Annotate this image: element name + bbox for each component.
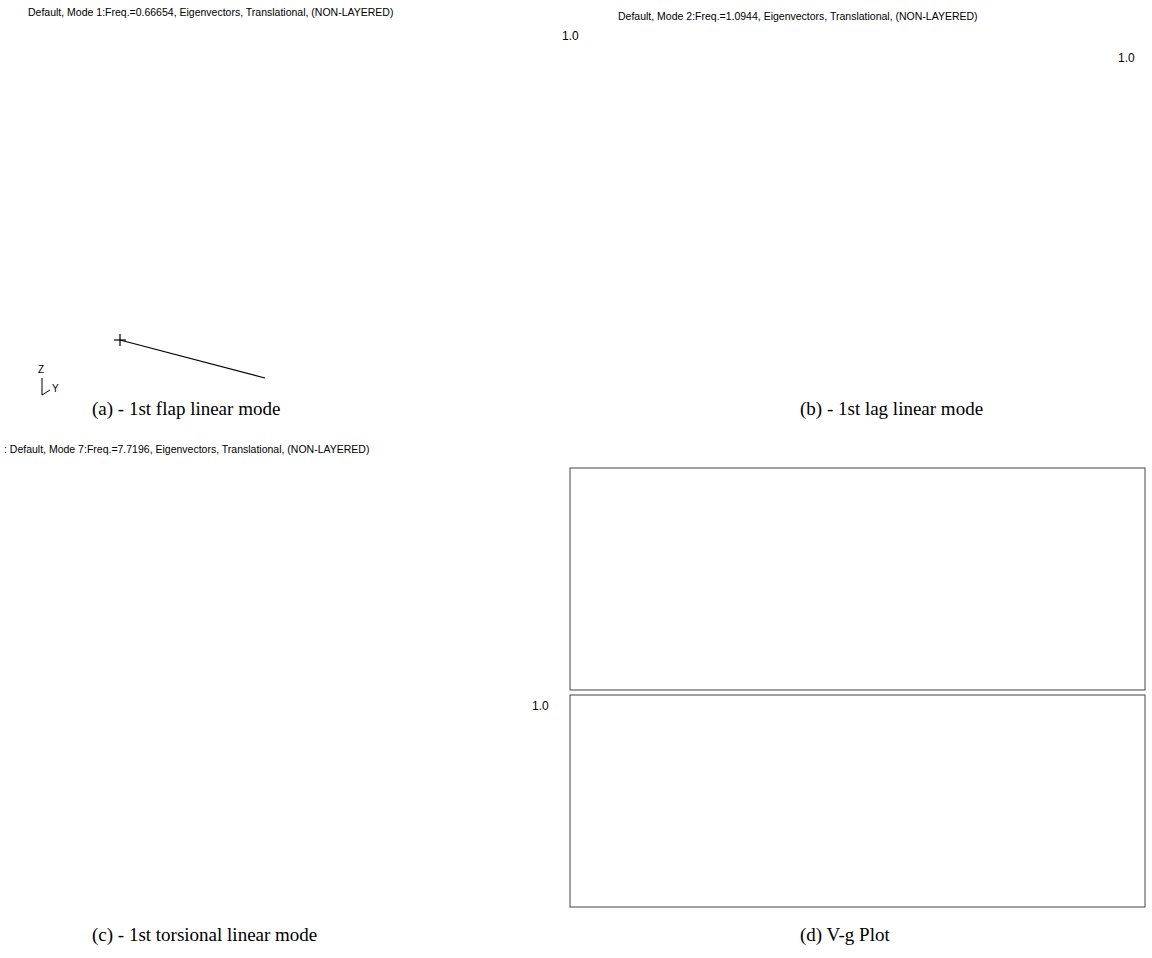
plot-frame xyxy=(570,695,1145,907)
panel-title: : Default, Mode 7:Freq.=7.7196, Eigenvec… xyxy=(4,443,369,455)
tip-value: 1.0 xyxy=(1118,52,1135,66)
panel-caption: (a) - 1st flap linear mode xyxy=(92,398,280,420)
panel-caption: (b) - 1st lag linear mode xyxy=(800,398,983,420)
panel-caption: (d) V-g Plot xyxy=(800,924,890,946)
plot-frame xyxy=(570,468,1145,690)
tip-value: 1.0 xyxy=(532,700,549,714)
root-cross xyxy=(119,334,120,346)
tip-value: 1.0 xyxy=(562,30,579,44)
panel-title: Default, Mode 1:Freq.=0.66654, Eigenvect… xyxy=(28,6,393,18)
axis-triad xyxy=(42,378,50,395)
axis-label: Z xyxy=(38,364,44,376)
axis-label: Y xyxy=(52,383,59,395)
panel-caption: (c) - 1st torsional linear mode xyxy=(92,924,317,946)
wireframe-group xyxy=(114,334,265,378)
panel-title: Default, Mode 2:Freq.=1.0944, Eigenvecto… xyxy=(618,10,978,22)
hub-line xyxy=(120,340,265,378)
vg-plot xyxy=(570,468,1145,907)
